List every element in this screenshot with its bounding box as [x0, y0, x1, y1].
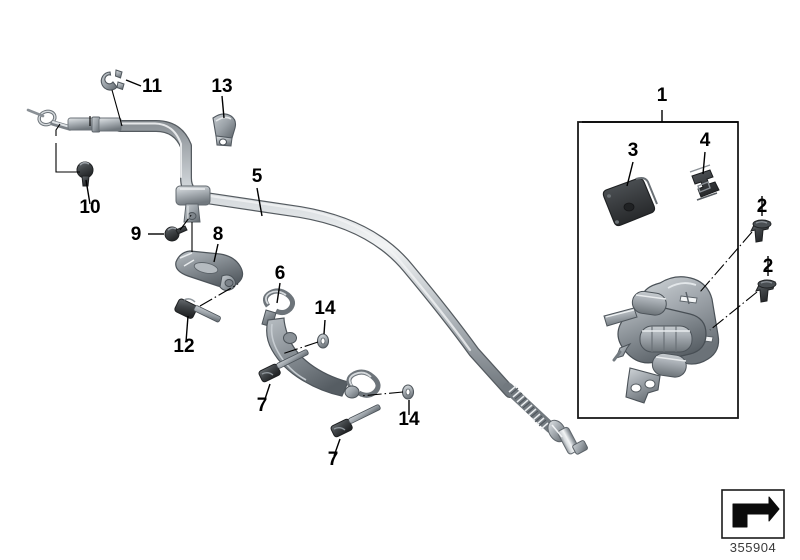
hollow-screw-small: [164, 225, 188, 242]
callout-12: 12: [173, 336, 194, 357]
cable-end-fitting: [547, 419, 588, 455]
retaining-clip: [100, 69, 125, 91]
callout-14a: 14: [314, 298, 336, 319]
bracket-bolt-lower: [330, 404, 381, 438]
callout-5: 5: [252, 166, 263, 187]
cable-end-spring: [502, 382, 557, 434]
retaining-spring-clip: [689, 164, 720, 201]
banjo-bolt: [76, 161, 94, 187]
cable-clamp: [212, 113, 237, 147]
cable-guide-bracket: [261, 288, 381, 399]
line-holder-bracket: [175, 250, 244, 292]
bracket-fixing-bolt: [174, 298, 221, 323]
callout-7b: 7: [328, 449, 339, 470]
callout-13: 13: [211, 76, 232, 97]
callout-9: 9: [131, 224, 142, 245]
caliper-mounting-bolt-upper: [750, 219, 772, 243]
caliper-mounting-bolt-lower: [755, 279, 777, 303]
brake-line-left-eyelet: [26, 108, 122, 133]
callout-14b: 14: [398, 409, 420, 430]
rubber-pad: [602, 177, 658, 227]
callout-2b: 2: [763, 256, 774, 277]
washer-upper: [316, 333, 330, 349]
callout-8: 8: [213, 224, 224, 245]
callout-6: 6: [275, 263, 286, 284]
part-number: 355904: [730, 540, 776, 555]
brake-caliper-body: [603, 276, 720, 404]
brake-line-cable: [26, 108, 588, 455]
bracket-bolt-upper: [258, 349, 309, 383]
washer-lower: [401, 384, 415, 400]
callout-1: 1: [657, 85, 668, 106]
callout-10: 10: [79, 197, 100, 218]
callout-4: 4: [700, 130, 711, 151]
brake-line-mid-collar: [175, 185, 211, 223]
direction-logo: [721, 489, 785, 539]
callout-3: 3: [628, 140, 639, 161]
callout-11: 11: [142, 76, 163, 97]
callout-7a: 7: [257, 395, 268, 416]
callout-2a: 2: [757, 196, 768, 217]
